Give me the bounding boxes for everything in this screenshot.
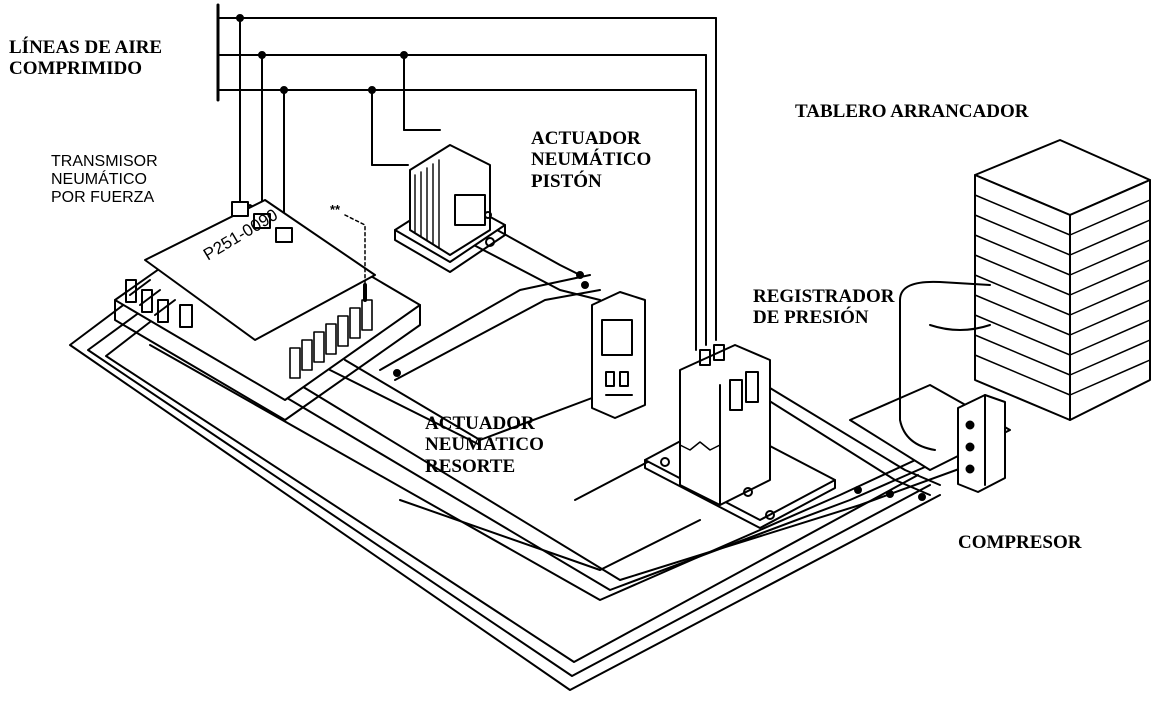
pressure-recorder-label-line-1: REGISTRADOR	[753, 286, 894, 307]
piston-actuator-label-line-2: NEUMÁTICO	[531, 149, 651, 170]
transmitter-label: TRANSMISOR NEUMÁTICO POR FUERZA	[51, 153, 158, 207]
starter-panel-device	[975, 140, 1150, 420]
piston-actuator-label-line-1: ACTUADOR	[531, 128, 651, 149]
asterisk-mark: **	[330, 203, 340, 218]
air-lines-label: LÍNEAS DE AIRE COMPRIMIDO	[9, 37, 162, 80]
spring-actuator-label-line-2: NEUMATICO	[425, 434, 544, 455]
transmitter-label-line-3: POR FUERZA	[51, 189, 158, 207]
air-lines-label-line-1: LÍNEAS DE AIRE	[9, 37, 162, 58]
piston-actuator-label-line-3: PISTÓN	[531, 171, 651, 192]
spring-actuator-label-line-3: RESORTE	[425, 456, 544, 477]
handheld-unit	[592, 292, 645, 418]
spring-actuator-label-line-1: ACTUADOR	[425, 413, 544, 434]
compressor-label: COMPRESOR	[958, 532, 1082, 553]
starter-panel-label: TABLERO ARRANCADOR	[795, 101, 1028, 122]
piston-actuator-label: ACTUADOR NEUMÁTICO PISTÓN	[531, 128, 651, 192]
spring-actuator-label: ACTUADOR NEUMATICO RESORTE	[425, 413, 544, 477]
pressure-recorder-label: REGISTRADOR DE PRESIÓN	[753, 286, 894, 329]
pressure-recorder-label-line-2: DE PRESIÓN	[753, 307, 894, 328]
transmitter-label-line-2: NEUMÁTICO	[51, 171, 158, 189]
pressure-recorder-device	[645, 345, 835, 528]
air-lines-label-line-2: COMPRIMIDO	[9, 58, 162, 79]
transmitter-label-line-1: TRANSMISOR	[51, 153, 158, 171]
transmitter-device	[115, 200, 420, 420]
